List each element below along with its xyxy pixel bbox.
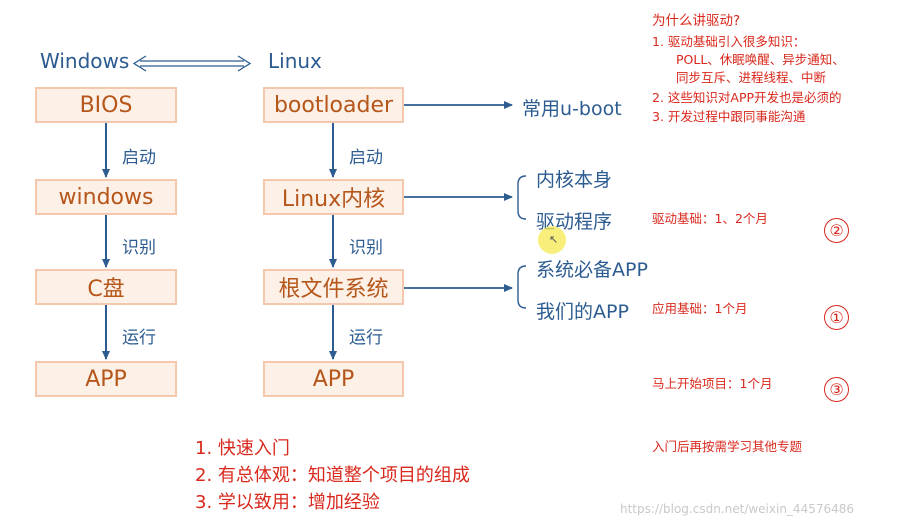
- bottom-list-item-2: 2. 有总体观：知道整个项目的组成: [195, 465, 470, 486]
- badge-circled-3: ③: [824, 377, 849, 402]
- schedule-project: 马上开始项目：1个月: [652, 376, 773, 391]
- uboot-label: 常用u-boot: [522, 98, 622, 120]
- box-c-drive: C盘: [35, 269, 177, 305]
- kernel-bracket: [517, 175, 527, 220]
- windows-header: Windows: [40, 49, 130, 73]
- footer-note: 入门后再按需学习其他专题: [652, 439, 803, 454]
- box-bootloader: bootloader: [263, 87, 404, 123]
- linux-arrow-label-detect: 识别: [349, 238, 383, 258]
- double-arrow: [132, 55, 252, 72]
- why-drivers-item3: 3. 开发过程中跟同事能沟通: [652, 109, 806, 124]
- linux-header: Linux: [268, 49, 322, 73]
- rootfs-bracket: [517, 265, 527, 309]
- our-app-label: 我们的APP: [536, 301, 629, 323]
- windows-arrow-label-run: 运行: [122, 328, 156, 348]
- badge-circled-2: ②: [824, 218, 849, 243]
- box-windows: windows: [35, 179, 177, 215]
- kernel-itself-label: 内核本身: [536, 169, 613, 191]
- schedule-driver-basics: 驱动基础：1、2个月: [652, 211, 768, 226]
- why-drivers-item1-line2: POLL、休眠唤醒、异步通知、: [676, 52, 845, 67]
- box-linux-app: APP: [263, 361, 404, 397]
- box-rootfs: 根文件系统: [263, 269, 404, 305]
- badge-circled-1: ①: [824, 305, 849, 330]
- windows-arrow-label-detect: 识别: [122, 238, 156, 258]
- box-linux-kernel: Linux内核: [263, 179, 404, 215]
- linux-arrow-label-boot: 启动: [349, 148, 383, 168]
- why-drivers-item1-line3: 同步互斥、进程线程、中断: [676, 70, 827, 85]
- schedule-app-basics: 应用基础：1个月: [652, 301, 748, 316]
- why-drivers-title: 为什么讲驱动?: [652, 13, 741, 29]
- cursor-icon: ↖: [549, 233, 559, 246]
- linux-arrow-label-run: 运行: [349, 328, 383, 348]
- system-app-label: 系统必备APP: [536, 259, 648, 281]
- box-windows-app: APP: [35, 361, 177, 397]
- bottom-list-item-1: 1. 快速入门: [195, 438, 290, 459]
- watermark: https://blog.csdn.net/weixin_44576486: [620, 502, 855, 516]
- box-bios: BIOS: [35, 87, 177, 123]
- why-drivers-item1: 1. 驱动基础引入很多知识：: [652, 34, 806, 49]
- why-drivers-item2: 2. 这些知识对APP开发也是必须的: [652, 90, 842, 105]
- cursor-highlight: [538, 226, 566, 254]
- windows-arrow-label-boot: 启动: [122, 148, 156, 168]
- bottom-list-item-3: 3. 学以致用：增加经验: [195, 492, 380, 513]
